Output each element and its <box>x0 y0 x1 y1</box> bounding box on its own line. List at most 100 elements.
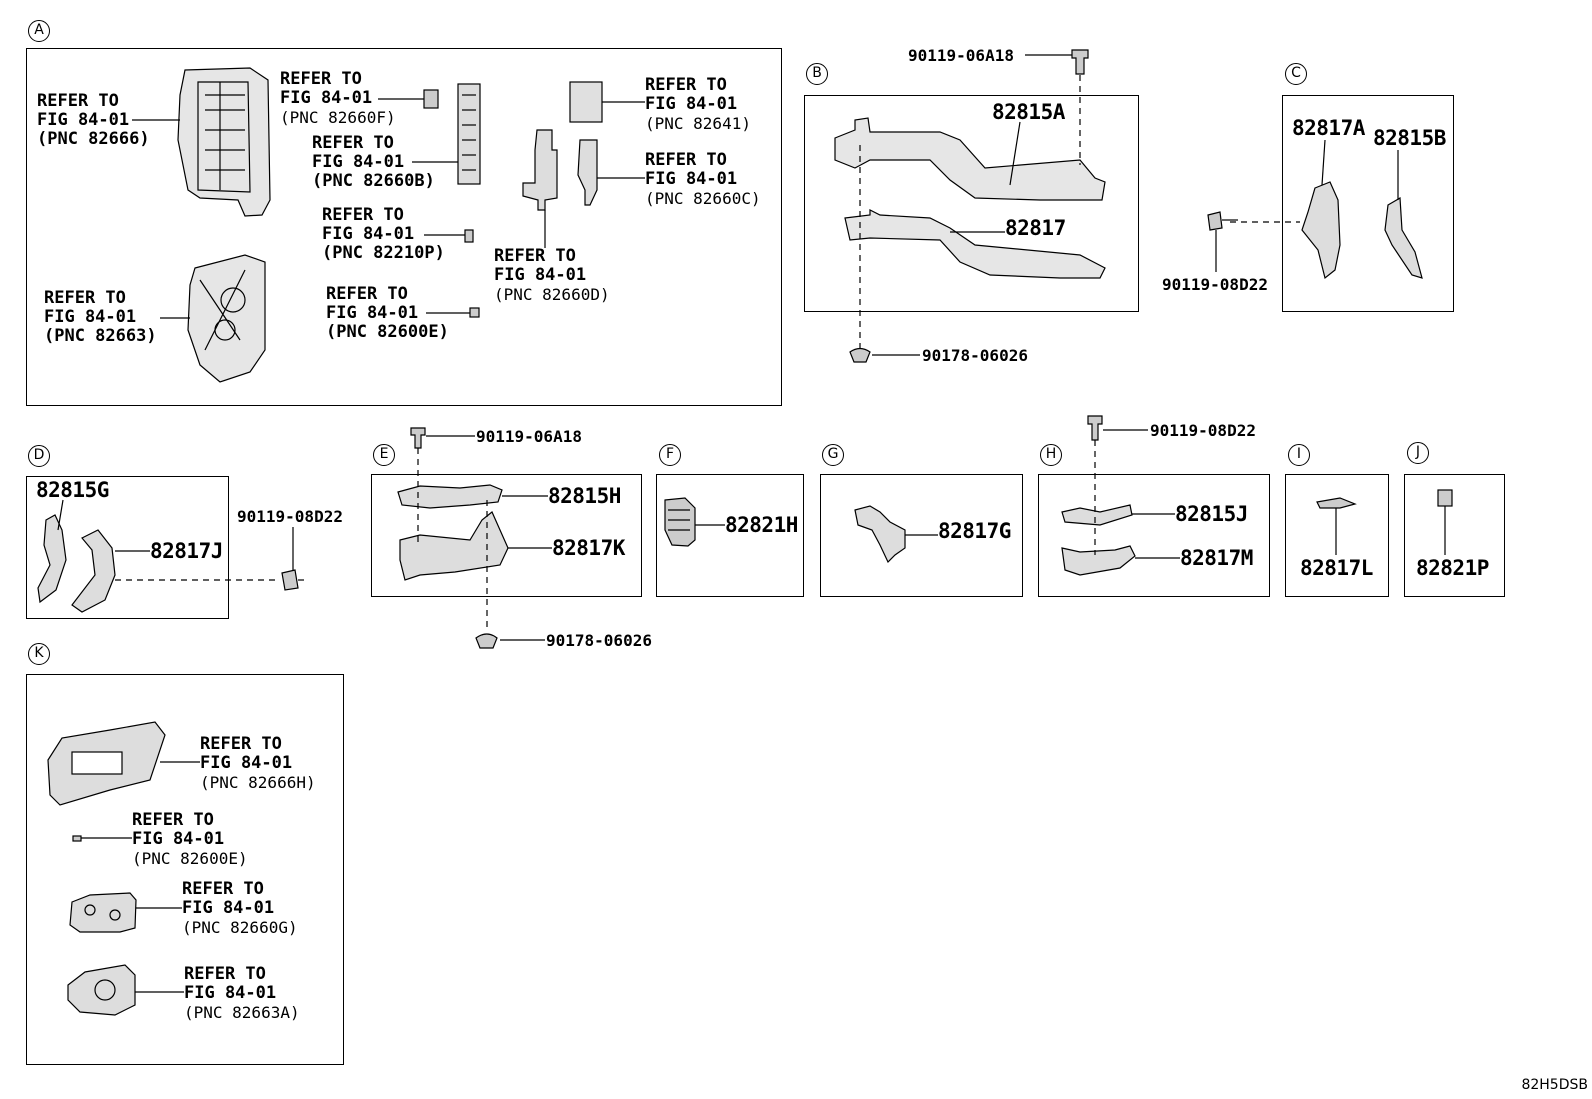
refer-pnc: (PNC 82660B) <box>312 171 435 191</box>
bracket-82815a-drawing <box>834 117 1106 201</box>
refer-line2: FIG 84-01 <box>184 983 277 1003</box>
refer-line1: REFER TO <box>37 91 119 111</box>
part-82817l[interactable]: 82817L <box>1300 556 1373 580</box>
part-82815g[interactable]: 82815G <box>36 478 109 502</box>
block-82660g-drawing <box>69 892 137 933</box>
refer-pnc: (PNC 82641) <box>645 114 751 133</box>
refer-to-82641: REFER TO FIG 84-01 (PNC 82641) <box>645 75 751 134</box>
refer-line2: FIG 84-01 <box>44 307 137 327</box>
refer-to-82660g: REFER TO FIG 84-01 (PNC 82660G) <box>182 879 298 938</box>
section-c-label: C <box>1285 63 1307 85</box>
bracket-82817k-drawing <box>399 511 509 581</box>
bracket-82817m-drawing <box>1061 545 1136 576</box>
section-h-label: H <box>1040 444 1062 466</box>
refer-to-82660c: REFER TO FIG 84-01 (PNC 82660C) <box>645 150 761 209</box>
section-h-frame <box>1038 474 1270 597</box>
refer-line1: REFER TO <box>132 810 214 830</box>
refer-to-82660f: REFER TO FIG 84-01 (PNC 82660F) <box>280 69 396 128</box>
refer-pnc: (PNC 82663A) <box>184 1003 300 1022</box>
block-cover-drawing <box>187 254 266 383</box>
section-g-label: G <box>822 444 844 466</box>
bracket-82815b-drawing <box>1384 196 1423 279</box>
part-82817a[interactable]: 82817A <box>1292 116 1365 140</box>
refer-line2: FIG 84-01 <box>322 224 415 244</box>
refer-line1: REFER TO <box>200 734 282 754</box>
refer-line1: REFER TO <box>322 205 404 225</box>
relay-stack-drawing <box>522 129 558 211</box>
section-d-frame <box>26 476 229 619</box>
fastener-c-bolt[interactable]: 90119-08D22 <box>1162 275 1268 294</box>
section-a-label: A <box>28 20 50 42</box>
section-f-label: F <box>659 444 681 466</box>
cover-82663a-drawing <box>67 964 136 1016</box>
fastener-b-bolt[interactable]: 90119-06A18 <box>908 46 1014 65</box>
refer-to-82210p: REFER TO FIG 84-01 (PNC 82210P) <box>322 206 445 263</box>
refer-to-82666h: REFER TO FIG 84-01 (PNC 82666H) <box>200 734 316 793</box>
refer-to-82600e-k: REFER TO FIG 84-01 (PNC 82600E) <box>132 810 248 869</box>
refer-line1: REFER TO <box>280 69 362 89</box>
fastener-e-clip[interactable]: 90178-06026 <box>546 631 652 650</box>
part-82815h[interactable]: 82815H <box>548 484 621 508</box>
refer-line1: REFER TO <box>494 246 576 266</box>
relay-block-drawing <box>177 67 271 217</box>
part-82815a[interactable]: 82815A <box>992 100 1065 124</box>
bracket-82815j-drawing <box>1061 504 1133 526</box>
part-82817j[interactable]: 82817J <box>150 539 223 563</box>
section-e-frame <box>371 474 642 597</box>
refer-line1: REFER TO <box>645 150 727 170</box>
refer-line1: REFER TO <box>645 75 727 95</box>
bracket-82815g-drawing <box>37 514 67 604</box>
refer-line2: FIG 84-01 <box>132 829 225 849</box>
refer-pnc: (PNC 82660D) <box>494 285 610 304</box>
part-82817g[interactable]: 82817G <box>938 519 1011 543</box>
refer-to-82660b: REFER TO FIG 84-01 (PNC 82660B) <box>312 134 435 191</box>
refer-line1: REFER TO <box>184 964 266 984</box>
fastener-h-bolt[interactable]: 90119-08D22 <box>1150 421 1256 440</box>
refer-to-82600e: REFER TO FIG 84-01 (PNC 82600E) <box>326 285 449 342</box>
part-82821p[interactable]: 82821P <box>1416 556 1489 580</box>
section-i-frame <box>1285 474 1389 597</box>
refer-pnc: (PNC 82666H) <box>200 773 316 792</box>
refer-line2: FIG 84-01 <box>312 152 405 172</box>
section-a-frame <box>26 48 782 406</box>
part-82817[interactable]: 82817 <box>1005 216 1066 240</box>
fastener-e-bolt[interactable]: 90119-06A18 <box>476 427 582 446</box>
refer-line2: FIG 84-01 <box>645 169 738 189</box>
section-i-label: I <box>1288 444 1310 466</box>
refer-line1: REFER TO <box>312 133 394 153</box>
section-k-label: K <box>28 643 50 665</box>
bracket-82817j-drawing <box>71 529 116 613</box>
junction-connector-drawing <box>457 83 481 185</box>
part-82817k[interactable]: 82817K <box>552 536 625 560</box>
bracket-82815h-drawing <box>397 484 503 509</box>
refer-pnc: (PNC 82600E) <box>326 322 449 342</box>
refer-pnc: (PNC 82600E) <box>132 849 248 868</box>
refer-line2: FIG 84-01 <box>645 94 738 114</box>
fastener-d-bolt[interactable]: 90119-08D22 <box>237 507 343 526</box>
refer-line2: FIG 84-01 <box>200 753 293 773</box>
section-j-label: J <box>1407 442 1429 464</box>
refer-line2: FIG 84-01 <box>326 303 419 323</box>
section-c-frame <box>1282 95 1454 312</box>
section-g-frame <box>820 474 1023 597</box>
part-82821h[interactable]: 82821H <box>725 513 798 537</box>
part-82815j[interactable]: 82815J <box>1175 502 1248 526</box>
refer-line2: FIG 84-01 <box>182 898 275 918</box>
refer-line1: REFER TO <box>182 879 264 899</box>
refer-pnc: (PNC 82663) <box>44 326 157 346</box>
diagram-code: 82H5DSB <box>1521 1077 1588 1093</box>
section-b-frame <box>804 95 1139 312</box>
clip-82821p-drawing <box>1437 489 1453 507</box>
refer-pnc: (PNC 82660C) <box>645 189 761 208</box>
section-k-frame <box>26 674 344 1065</box>
fastener-b-clip[interactable]: 90178-06026 <box>922 346 1028 365</box>
refer-pnc: (PNC 82666) <box>37 129 150 149</box>
section-d-label: D <box>28 445 50 467</box>
refer-line1: REFER TO <box>44 288 126 308</box>
refer-line2: FIG 84-01 <box>37 110 130 130</box>
part-82815b[interactable]: 82815B <box>1373 126 1446 150</box>
clip-82817l-drawing <box>1316 497 1357 509</box>
section-f-frame <box>656 474 804 597</box>
refer-line2: FIG 84-01 <box>280 88 373 108</box>
part-82817m[interactable]: 82817M <box>1180 546 1253 570</box>
